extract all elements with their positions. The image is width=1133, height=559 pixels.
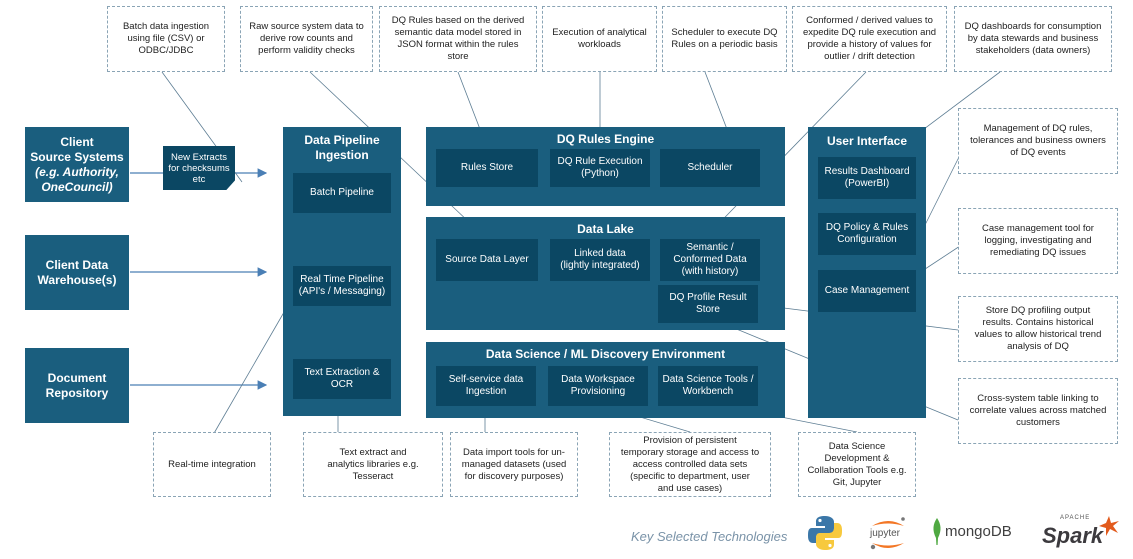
source-subtitle: (e.g. Authority, OneCouncil) [35, 164, 119, 194]
apache-wordmark: APACHE [1060, 515, 1091, 521]
panel-data-pipeline-ingestion: Data Pipeline Ingestion Batch Pipeline R… [283, 127, 401, 416]
note-case-management-tool: Case management tool for logging, invest… [958, 208, 1118, 274]
note-real-time-integration: Real-time integration [153, 432, 271, 497]
data-science-tools-box: Data Science Tools / Workbench [658, 366, 758, 406]
panel-title: DQ Rules Engine [556, 132, 655, 146]
new-extracts-callout: New Extracts for checksums etc [163, 146, 235, 190]
panel-title: Data Pipeline Ingestion [304, 133, 380, 162]
note-dq-dashboards: DQ dashboards for consumption by data st… [954, 6, 1112, 72]
panel-data-lake: Data Lake Source Data Layer Linked data … [426, 217, 785, 330]
panel-title: Data Science / ML Discovery Environment [485, 347, 726, 361]
note-data-import-tools: Data import tools for un- managed datase… [450, 432, 578, 497]
source-client-source-systems: Client Source Systems (e.g. Authority, O… [25, 127, 129, 202]
note-batch-ingestion: Batch data ingestion using file (CSV) or… [107, 6, 225, 72]
note-raw-source-data: Raw source system data to derive row cou… [240, 6, 373, 72]
results-dashboard-box: Results Dashboard (PowerBI) [818, 157, 916, 199]
panel-dq-rules-engine: DQ Rules Engine Rules Store DQ Rule Exec… [426, 127, 785, 206]
batch-pipeline-box: Batch Pipeline [293, 173, 391, 213]
note-text-extract-libraries: Text extract and analytics libraries e.g… [303, 432, 443, 497]
source-document-repository: Document Repository [25, 348, 129, 423]
panel-data-science: Data Science / ML Discovery Environment … [426, 342, 785, 418]
source-title: Document Repository [45, 370, 109, 400]
spark-wordmark: Spark [1042, 523, 1104, 548]
mongodb-logo-icon: mongoDB [932, 518, 1024, 548]
mongodb-wordmark: mongoDB [945, 523, 1012, 540]
case-management-box: Case Management [818, 270, 916, 312]
source-data-layer-box: Source Data Layer [436, 239, 538, 281]
linked-data-box: Linked data (lightly integrated) [550, 239, 650, 281]
note-dq-profiling-output: Store DQ profiling output results. Conta… [958, 296, 1118, 362]
data-workspace-provisioning-box: Data Workspace Provisioning [548, 366, 648, 406]
semantic-conformed-data-box: Semantic / Conformed Data (with history) [660, 239, 760, 281]
source-client-data-warehouse: Client Data Warehouse(s) [25, 235, 129, 310]
source-title: Client Source Systems [30, 134, 124, 164]
note-analytical-workloads: Execution of analytical workloads [542, 6, 657, 72]
self-service-ingestion-box: Self-service data Ingestion [436, 366, 536, 406]
panel-user-interface: User Interface Results Dashboard (PowerB… [808, 127, 926, 418]
dq-profile-result-store-box: DQ Profile Result Store [658, 285, 758, 323]
text-extraction-box: Text Extraction & OCR [293, 359, 391, 399]
jupyter-logo-icon: jupyter [864, 514, 912, 554]
note-persistent-storage: Provision of persistent temporary storag… [609, 432, 771, 497]
python-logo-icon [808, 516, 842, 550]
jupyter-wordmark: jupyter [870, 528, 901, 539]
source-title: Client Data Warehouse(s) [37, 257, 117, 287]
real-time-pipeline-box: Real Time Pipeline (API's / Messaging) [293, 266, 391, 306]
panel-title: User Interface [826, 134, 908, 148]
note-conformed-values: Conformed / derived values to expedite D… [792, 6, 947, 72]
panel-title: Data Lake [577, 222, 634, 236]
note-scheduler: Scheduler to execute DQ Rules on a perio… [662, 6, 787, 72]
scheduler-box: Scheduler [660, 149, 760, 187]
rules-store-box: Rules Store [436, 149, 538, 187]
key-technologies-label: Key Selected Technologies [631, 529, 788, 544]
dq-policy-rules-box: DQ Policy & Rules Configuration [818, 213, 916, 255]
note-data-science-tools: Data Science Development & Collaboration… [798, 432, 916, 497]
dq-rule-execution-box: DQ Rule Execution (Python) [550, 149, 650, 187]
note-dq-rules-management: Management of DQ rules, tolerances and b… [958, 108, 1118, 174]
note-cross-system-linking: Cross-system table linking to correlate … [958, 378, 1118, 444]
note-dq-rules-json: DQ Rules based on the derived semantic d… [379, 6, 537, 72]
apache-spark-logo-icon: APACHE Spark [1042, 515, 1122, 555]
